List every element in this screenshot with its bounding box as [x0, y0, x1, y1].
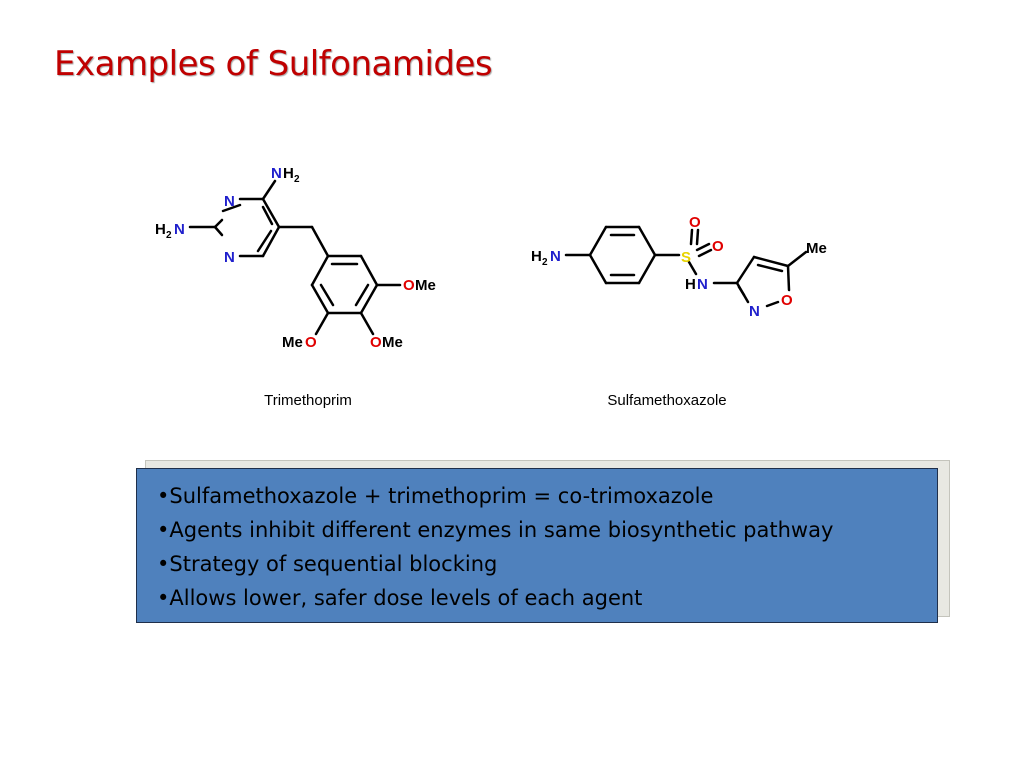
trimethoprim-label: Trimethoprim	[264, 392, 352, 409]
atom-subscript: 2	[166, 230, 172, 241]
sulfamethoxazole-bonds	[564, 225, 808, 308]
atom-h: H	[155, 221, 166, 238]
bullet-list: •Sulfamethoxazole + trimethoprim = co-tr…	[157, 479, 917, 615]
atom-n: N	[697, 276, 708, 293]
atom-n: N	[224, 249, 235, 266]
atom-o: O	[712, 238, 724, 255]
atom-me: Me	[282, 334, 303, 351]
bullet-item: •Strategy of sequential blocking	[157, 552, 498, 576]
atom-h: H	[531, 248, 542, 265]
atom-me: Me	[415, 277, 436, 294]
bullet-item: •Agents inhibit different enzymes in sam…	[157, 518, 834, 542]
atom-o: O	[305, 334, 317, 351]
atom-me: Me	[382, 334, 403, 351]
atom-o: O	[403, 277, 415, 294]
atom-h: H	[283, 165, 294, 182]
atom-subscript: 2	[294, 174, 300, 185]
sulfamethoxazole-label: Sulfamethoxazole	[607, 392, 726, 409]
atom-o: O	[689, 214, 701, 231]
chemical-structures: N H 2 N N H 2 N O Me Me O O Me Trimethop…	[155, 165, 827, 409]
atom-o: O	[781, 292, 793, 309]
atom-s: S	[681, 249, 691, 266]
atom-n: N	[174, 221, 185, 238]
slide-title: Examples of Sulfonamides	[54, 44, 493, 84]
atom-o: O	[370, 334, 382, 351]
atom-subscript: 2	[542, 257, 548, 268]
atom-n: N	[749, 303, 760, 320]
sulfamethoxazole-atoms: H 2 N S O O H N N O Me	[531, 214, 827, 320]
trimethoprim-bonds	[188, 179, 402, 336]
summary-box: •Sulfamethoxazole + trimethoprim = co-tr…	[136, 468, 938, 623]
atom-h: H	[685, 276, 696, 293]
atom-n: N	[224, 193, 235, 210]
atom-me: Me	[806, 240, 827, 257]
bullet-item: •Allows lower, safer dose levels of each…	[157, 586, 643, 610]
trimethoprim-atoms: N H 2 N N H 2 N O Me Me O O Me	[155, 165, 436, 351]
atom-n: N	[550, 248, 561, 265]
bullet-item: •Sulfamethoxazole + trimethoprim = co-tr…	[157, 484, 714, 508]
atom-n: N	[271, 165, 282, 182]
